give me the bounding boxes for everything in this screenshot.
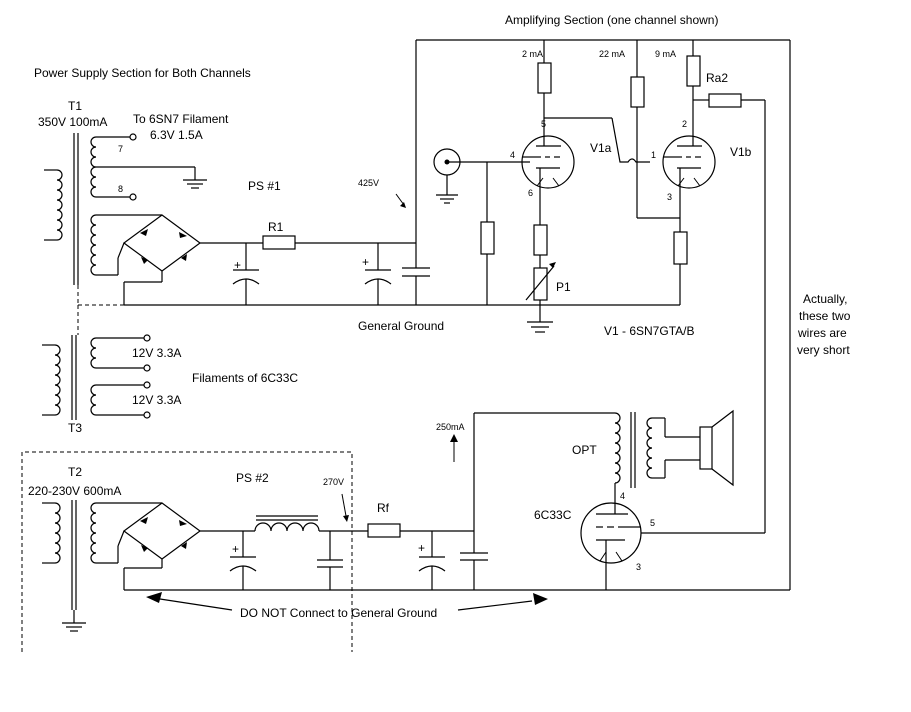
to-6sn7-filament-label: To 6SN7 Filament — [133, 112, 229, 126]
t1-pin-8: 8 — [118, 184, 123, 194]
filaments-6c33c-label: Filaments of 6C33C — [192, 371, 298, 385]
out-pin-3: 3 — [636, 562, 641, 572]
output-capacitor-2 — [460, 531, 488, 590]
bridge-rectifier-2 — [117, 502, 202, 590]
v1b-pin-2: 2 — [682, 119, 687, 129]
output-transformer — [614, 412, 700, 505]
ps1-cap1-plus: + — [234, 258, 241, 272]
t1-transformer — [44, 133, 207, 285]
v1b-feed-resistor — [708, 93, 742, 108]
t3-transformer — [42, 334, 151, 420]
ps1-capacitor-2: + — [362, 243, 392, 305]
wire-coupling-v1b-grid — [611, 117, 650, 163]
ra2-resistor — [686, 55, 701, 87]
ground-symbol-main — [527, 321, 553, 333]
ps2-capacitor-1: + — [229, 531, 257, 590]
t3-label: T3 — [68, 421, 82, 435]
v1b-label: V1b — [730, 145, 752, 159]
do-not-connect-label: DO NOT Connect to General Ground — [240, 606, 437, 620]
filament-1-rating: 12V 3.3A — [132, 346, 181, 360]
voltage-425v-label: 425V — [358, 178, 379, 188]
p1-potentiometer[interactable] — [525, 262, 556, 301]
output-tube-6c33c — [580, 502, 642, 564]
v1a-pin-6: 6 — [528, 188, 533, 198]
ra2-label: Ra2 — [706, 71, 728, 85]
v1b-pin-3: 3 — [667, 192, 672, 202]
wires-note: Actually, these two wires are very short — [797, 292, 851, 357]
arrowhead-250ma — [450, 434, 458, 442]
t2-rating: 220-230V 600mA — [28, 484, 121, 498]
power-supply-section-title: Power Supply Section for Both Channels — [34, 66, 251, 80]
r1-resistor — [262, 235, 296, 250]
v1a-label: V1a — [590, 141, 612, 155]
ps1-capacitor-3 — [402, 243, 430, 305]
t1-rating: 350V 100mA — [38, 115, 107, 129]
ps2-choke — [254, 515, 320, 532]
opt-label: OPT — [572, 443, 597, 457]
t1-label: T1 — [68, 99, 82, 113]
ps1-label: PS #1 — [248, 179, 281, 193]
tube-6c33c-label: 6C33C — [534, 508, 572, 522]
warning-arrow-right — [457, 600, 533, 611]
speaker-icon — [699, 409, 734, 487]
arrow-425v — [395, 193, 405, 206]
current-9ma-label: 9 mA — [655, 49, 676, 59]
ps2-capacitor-2 — [317, 531, 343, 590]
bridge-rectifier-1 — [117, 214, 202, 305]
note-line-1: Actually, — [803, 292, 847, 306]
warning-arrow-left — [159, 598, 233, 611]
v1b-pin-1: 1 — [651, 150, 656, 160]
v1-type-label: V1 - 6SN7GTA/B — [604, 324, 694, 338]
general-ground-label: General Ground — [358, 319, 444, 333]
note-line-2: these two — [799, 309, 851, 323]
grid-resistor — [480, 221, 495, 255]
v1a-cathode-resistor — [533, 224, 548, 256]
ps2-isolation-box — [21, 451, 353, 652]
p1-label: P1 — [556, 280, 571, 294]
input-jack[interactable] — [433, 148, 461, 204]
ps2-label: PS #2 — [236, 471, 269, 485]
r1-label: R1 — [268, 220, 284, 234]
warning-arrowhead-right — [533, 593, 548, 605]
amplifying-section-title: Amplifying Section (one channel shown) — [505, 13, 718, 27]
out-cap1-plus: + — [418, 541, 425, 555]
current-2ma-label: 2 mA — [522, 49, 543, 59]
v1b-tube — [662, 135, 716, 189]
filament-2-rating: 12V 3.3A — [132, 393, 181, 407]
current-250ma-label: 250mA — [436, 422, 465, 432]
note-line-3: wires are — [797, 326, 847, 340]
v1b-cathode-resistor — [673, 231, 688, 265]
voltage-270v-label: 270V — [323, 477, 344, 487]
t2-label: T2 — [68, 465, 82, 479]
arrowhead-425v — [400, 202, 406, 208]
rf-resistor — [367, 523, 401, 538]
t1-pin-7: 7 — [118, 144, 123, 154]
rf-label: Rf — [377, 501, 390, 515]
v1a-pin-4: 4 — [510, 150, 515, 160]
arrow-270v — [341, 493, 347, 517]
current-22ma-label: 22 mA — [599, 49, 625, 59]
out-pin-4: 4 — [620, 491, 625, 501]
v1a-plate-resistor — [537, 62, 552, 94]
filament-6sn7-rating: 6.3V 1.5A — [150, 128, 203, 142]
output-capacitor-1: + — [418, 531, 446, 590]
arrowhead-270v — [343, 515, 349, 522]
v1b-22ma-resistor — [630, 76, 645, 108]
t2-transformer — [42, 500, 162, 632]
note-line-4: very short — [797, 343, 850, 357]
ps1-cap2-plus: + — [362, 255, 369, 269]
out-pin-5: 5 — [650, 518, 655, 528]
warning-arrowhead-left — [146, 592, 162, 603]
ps2-cap1-plus: + — [232, 542, 239, 556]
ps1-capacitor-1: + — [232, 243, 260, 305]
